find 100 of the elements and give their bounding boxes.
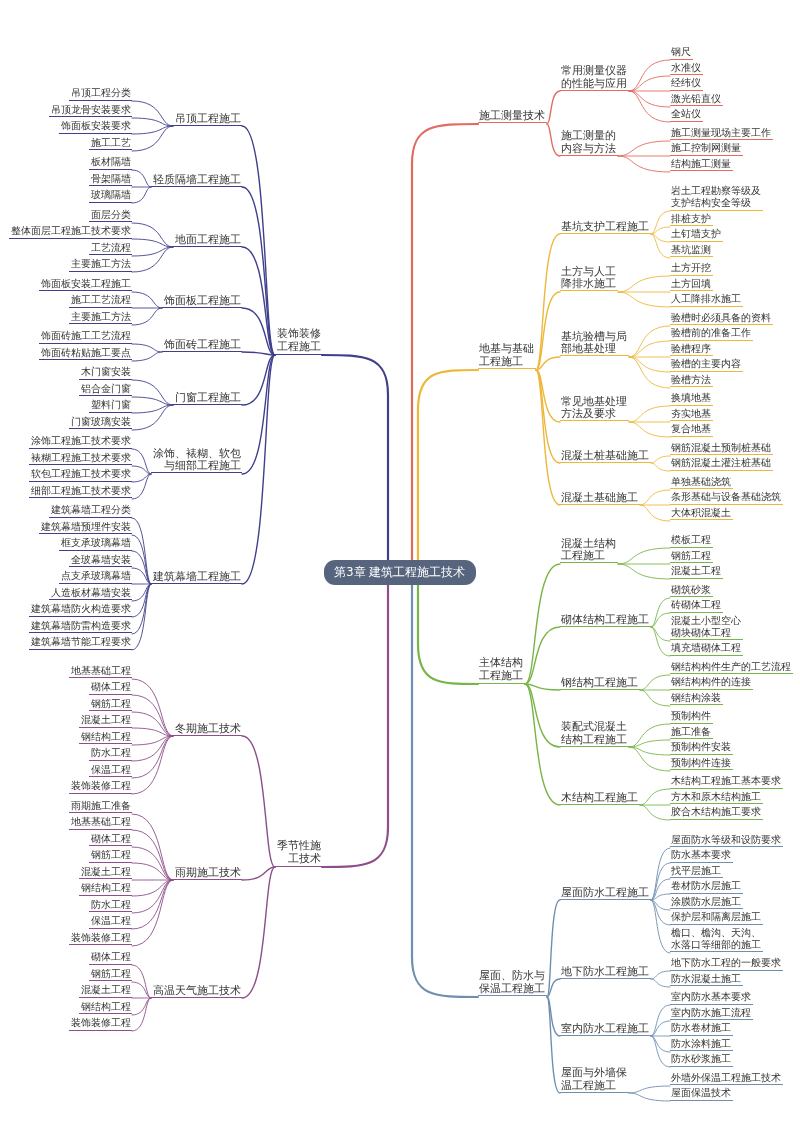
subtopic: 混凝土结构工程施工 [560, 536, 618, 564]
detail-topic: 模板工程 [670, 534, 713, 548]
branch-line [131, 735, 174, 795]
main-topic: 季节性施工技术 [275, 839, 322, 867]
branch-line [639, 689, 671, 707]
branch-line [131, 534, 152, 585]
branch-line [650, 893, 671, 901]
branch-line [131, 246, 174, 273]
branch-line [650, 899, 671, 911]
detail-topic: 面层分类 [89, 208, 132, 222]
subtopic: 涂饰、裱糊、软包与细部工程施工 [151, 446, 242, 474]
branch-line [650, 462, 671, 472]
detail-topic: 钢结构工程 [79, 882, 132, 896]
detail-topic: 钢结构构件生产的工艺流程 [670, 660, 793, 674]
detail-topic: 激光铅直仪 [670, 92, 723, 106]
branch-line [131, 879, 174, 881]
detail-topic: 夯实地基 [670, 407, 713, 421]
subtopic: 饰面板工程施工 [162, 294, 242, 309]
subtopic: 饰面砖工程施工 [162, 338, 242, 353]
detail-topic: 防水工程 [89, 898, 132, 912]
branch-line [628, 1085, 671, 1094]
detail-topic: 基坑监测 [670, 243, 713, 257]
branch-line [320, 353, 390, 562]
branch-line [639, 504, 671, 522]
detail-topic: 预制构件 [670, 710, 713, 724]
subtopic: 装配式混凝土结构工程施工 [560, 720, 629, 747]
branch-line [617, 155, 671, 157]
detail-topic: 地基基础工程 [69, 664, 132, 678]
detail-topic: 大体积混凝土 [670, 506, 733, 520]
subtopic: 基坑验槽与局部地基处理 [560, 329, 629, 357]
detail-topic: 预制构件安装 [670, 741, 733, 755]
detail-topic: 建筑幕墙防雷构造要求 [29, 619, 132, 633]
branch-line [131, 186, 152, 204]
detail-topic: 防水混凝土施工 [670, 972, 743, 986]
detail-topic: 饰面砖粘贴施工要点 [39, 346, 132, 360]
branch-line [617, 155, 671, 173]
branch-line [546, 90, 561, 125]
branch-line [131, 343, 163, 353]
subtopic: 常见地基处理方法及要求 [560, 394, 629, 422]
detail-topic: 钢筋工程 [89, 849, 132, 863]
detail-topic: 钢筋混凝土灌注桩基础 [670, 457, 773, 471]
detail-topic: 钢尺 [670, 46, 693, 60]
main-topic: 屋面、防水与保温工程施工 [478, 968, 547, 997]
subtopic: 木结构工程施工 [560, 790, 640, 805]
detail-topic: 结构施工测量 [670, 157, 733, 171]
branch-line [241, 307, 276, 356]
detail-topic: 钢筋工程 [670, 549, 713, 563]
detail-topic: 混凝土工程 [79, 865, 132, 879]
detail-topic: 钢结构工程 [79, 730, 132, 744]
detail-topic: 复合地基 [670, 423, 713, 437]
branch-line [131, 473, 152, 483]
detail-topic: 涂膜防水层施工 [670, 895, 743, 909]
subtopic: 室内防水工程施工 [560, 1022, 651, 1037]
branch-line [131, 879, 174, 947]
subtopic: 混凝土桩基础施工 [560, 449, 651, 464]
main-topic: 主体结构工程施工 [478, 656, 525, 684]
branch-line [650, 1035, 671, 1068]
detail-topic: 验槽方法 [670, 373, 713, 387]
branch-line [131, 169, 152, 188]
detail-topic: 砌体工程 [89, 681, 132, 695]
branch-line [617, 563, 671, 565]
branch-line [639, 804, 671, 806]
branch-line [650, 970, 671, 980]
branch-line [320, 583, 390, 869]
branch-line [639, 689, 671, 691]
subtopic: 砌体结构工程施工 [560, 612, 651, 627]
branch-line [650, 1035, 671, 1053]
branch-line [650, 455, 671, 464]
central-topic: 第3章 建筑工程施工技术 [324, 560, 476, 585]
detail-topic: 岩土工程勘察等级及支护结构安全等级 [670, 185, 763, 211]
branch-line [650, 210, 671, 235]
detail-topic: 雨期施工准备 [69, 799, 132, 813]
branch-line [535, 369, 561, 464]
detail-topic: 钢筋工程 [89, 967, 132, 981]
detail-topic: 装饰装修工程 [69, 780, 132, 794]
detail-topic: 檐口、檐沟、天沟、水落口等细部的施工 [670, 926, 763, 952]
subtopic: 门窗工程施工 [173, 390, 242, 405]
detail-topic: 土方回填 [670, 277, 713, 291]
branch-line [628, 356, 671, 358]
detail-topic: 细部工程施工技术要求 [29, 484, 132, 498]
branch-line [131, 550, 152, 585]
branch-line [650, 899, 671, 954]
detail-topic: 验槽的主要内容 [670, 358, 743, 372]
subtopic: 轻质隔墙工程施工 [151, 172, 242, 187]
detail-topic: 保温工程 [89, 915, 132, 929]
branch-line [650, 233, 671, 259]
branch-line [131, 351, 163, 362]
detail-topic: 防水卷材施工 [670, 1022, 733, 1036]
detail-topic: 防水涂料施工 [670, 1037, 733, 1051]
detail-topic: 地下防水工程的一般要求 [670, 957, 783, 971]
branch-line [131, 813, 174, 881]
detail-topic: 土方开挖 [670, 262, 713, 276]
detail-topic: 建筑幕墙预埋件安装 [39, 520, 132, 534]
detail-topic: 混凝土工程 [79, 984, 132, 998]
subtopic: 钢结构工程施工 [560, 676, 640, 691]
detail-topic: 全玻幕墙安装 [69, 553, 132, 567]
detail-topic: 防水工程 [89, 747, 132, 761]
branch-line [241, 354, 276, 475]
detail-topic: 换填地基 [670, 392, 713, 406]
branch-line [131, 307, 163, 309]
